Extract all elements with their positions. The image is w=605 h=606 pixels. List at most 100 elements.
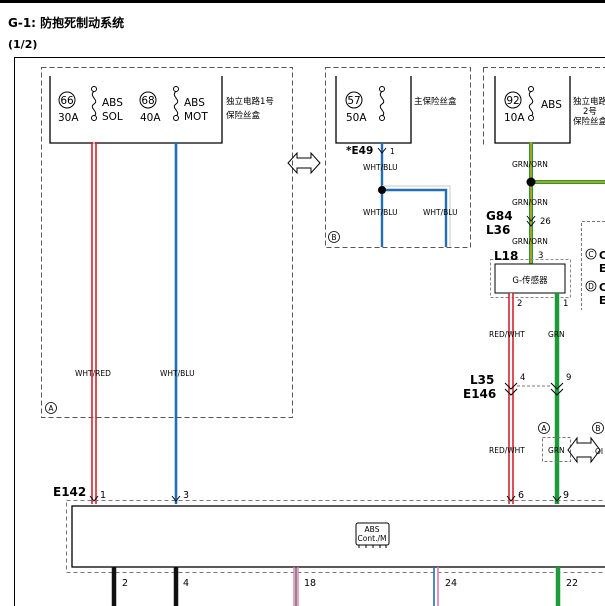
note-d-text: C [599, 282, 605, 294]
connector-l35-chevron-left [504, 382, 518, 396]
connector-l18-label: L18 [494, 249, 518, 263]
fuse-box-1-outline [41, 67, 293, 418]
fuse-57-symbol [379, 86, 385, 121]
connector-l35-pin9: 9 [566, 373, 571, 383]
fuse-57-amp: 50A [346, 112, 367, 124]
wire-label-grn-orn-3: GRN/ORN [512, 237, 548, 246]
note-c-label: C [588, 250, 593, 259]
note-c-text: C [599, 250, 605, 262]
note-d-marker [585, 280, 597, 292]
connector-g84-chevron [526, 215, 536, 227]
branch-b-marker [592, 422, 604, 434]
diagram-frame [14, 57, 605, 606]
e142-pin6: 6 [518, 490, 524, 501]
connector-e146-label: E146 [463, 387, 496, 401]
branch-a-marker [538, 422, 550, 434]
connector-e49-pin: 1 [390, 147, 395, 156]
fuse-box-2-label-line3: 保险丝盒 [573, 116, 605, 127]
abs-ecu-label-1: ABS [365, 525, 380, 534]
abs-ecu-outline [66, 500, 605, 573]
connector-e49-label: *E49 [346, 145, 373, 157]
ecu-pin4: 4 [183, 578, 189, 589]
fuse-66-name2: SOL [102, 111, 123, 123]
wire-label-red-wht-1: RED/WHT [489, 330, 525, 339]
fuse-57-number: 57 [347, 95, 360, 107]
connector-e142-label: E142 [53, 485, 86, 499]
connector-l18-pin2: 2 [517, 299, 522, 309]
fuse-68-name2: MOT [184, 111, 208, 123]
fuse-66-name1: ABS [102, 97, 123, 109]
branch-ol-label: OI [595, 447, 603, 456]
wire-wht-red-f66 [91, 142, 97, 504]
splice-point-grn-orn [526, 177, 536, 187]
note-d-sub: E [599, 295, 605, 307]
wire-label-grn-2: GRN [548, 446, 565, 455]
connector-g84-pin: 26 [540, 217, 551, 227]
region-b-marker [328, 231, 340, 243]
ecu-pin18: 18 [304, 578, 316, 589]
wire-label-wht-blu-a: WHT/BLU [363, 208, 398, 217]
branch-b-label: B [595, 424, 600, 433]
e142-pin1-tick [89, 495, 99, 502]
fuse-66-amp: 30A [58, 112, 79, 124]
connector-l35-pin4: 4 [520, 373, 525, 383]
main-fuse-box-inner [335, 76, 412, 144]
fuse-68-badge [139, 91, 157, 109]
wire-red-wht [508, 293, 514, 504]
wire-label-wht-red: WHT/RED [75, 369, 111, 378]
connector-g84-label: G84 [486, 209, 513, 223]
header-rule [0, 0, 605, 3]
fuse-box-2-label-line2: 2号 [583, 107, 597, 117]
e142-pin6-tick [506, 495, 516, 502]
connector-l18-pin3: 3 [538, 251, 543, 261]
fuse-92-symbol [528, 86, 534, 121]
g-sensor-label: G-传感器 [512, 275, 548, 286]
connector-l36-label: L36 [486, 223, 510, 237]
wire-ecu-pin18 [293, 567, 299, 606]
note-d-label: D [588, 282, 594, 291]
fuse-66-badge [58, 91, 76, 109]
g-sensor-box [494, 263, 566, 294]
main-fuse-box-label: 主保险丝盒 [414, 96, 457, 107]
notes-outline [581, 221, 605, 310]
note-c-marker [585, 248, 597, 260]
region-a-marker [45, 402, 57, 414]
region-b-label: B [331, 233, 336, 242]
e142-pin9-tick [552, 495, 562, 502]
wire-grn-orn [529, 142, 605, 264]
e142-pin3-tick [171, 495, 181, 502]
wire-label-red-wht-2: RED/WHT [489, 446, 525, 455]
fuse-68-amp: 40A [140, 112, 161, 124]
fuse-68-number: 68 [141, 95, 154, 107]
fuse-57-badge [345, 91, 363, 109]
fuse-66-number: 66 [60, 95, 74, 107]
ecu-pin2: 2 [122, 578, 128, 589]
e142-pin1: 1 [100, 490, 106, 501]
fuse-66-symbol [91, 86, 97, 121]
abs-ecu-label-2: Cont./M [358, 534, 387, 543]
wire-wht-blu-branch-outline [382, 185, 451, 247]
abs-ecu-pins-icon [358, 545, 387, 548]
fuse-box-1-label-line2: 保险丝盒 [226, 110, 261, 121]
fuse-box-2-label-line1: 独立电路 [573, 96, 605, 107]
wire-label-grn-orn-1: GRN/ORN [512, 160, 548, 169]
ecu-pin24: 24 [445, 578, 457, 589]
wire-ecu-pin24 [433, 567, 439, 606]
fuse-box-1-inner [49, 76, 223, 144]
wire-label-wht-blu-main: WHT/BLU [363, 163, 398, 172]
abs-ecu-box [71, 505, 605, 568]
splice-point-main [378, 186, 386, 194]
connector-e49-tick [377, 147, 387, 154]
ecu-pin22: 22 [566, 578, 578, 589]
main-fuse-box-outline [325, 67, 471, 248]
page-indicator: (1/2) [8, 38, 38, 51]
wire-label-wht-blu-left: WHT/BLU [160, 369, 195, 378]
wire-label-grn-orn-2: GRN/ORN [512, 198, 548, 207]
branch-arrow-icon [567, 436, 601, 464]
note-c-sub: E [599, 263, 605, 275]
page-title: G-1: 防抱死制动系统 [8, 16, 125, 30]
fuse-68-symbol [173, 86, 179, 121]
wire-label-wht-blu-b: WHT/BLU [423, 208, 458, 217]
e142-pin9: 9 [563, 490, 569, 501]
e142-pin3: 3 [183, 490, 189, 501]
